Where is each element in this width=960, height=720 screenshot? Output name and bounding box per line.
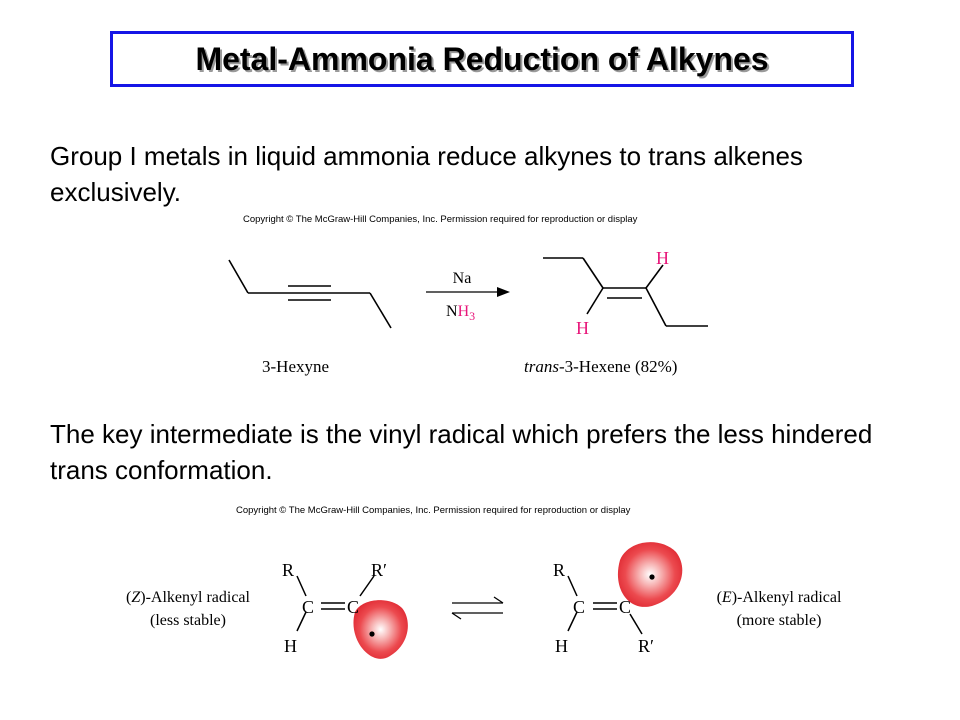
z-atom-c2: C	[347, 597, 359, 617]
z-radical-electron	[369, 631, 375, 637]
e-radical-structure	[567, 542, 683, 635]
copyright-notice-2: Copyright © The McGraw-Hill Companies, I…	[236, 505, 631, 516]
product-h-bottom: H	[576, 318, 589, 338]
e-label-line1: (E)-Alkenyl radical	[717, 589, 842, 606]
reaction-arrow	[426, 287, 510, 297]
z-atom-r: R	[282, 560, 294, 580]
copyright-notice-1: Copyright © The McGraw-Hill Companies, I…	[243, 214, 638, 225]
z-atom-r-prime: R′	[371, 560, 387, 580]
z-radical-orbital	[353, 600, 408, 659]
e-atom-r-prime: R′	[638, 636, 654, 656]
e-atom-c1: C	[573, 597, 585, 617]
reactant-name: 3-Hexyne	[262, 357, 329, 376]
reagent-na: Na	[453, 270, 472, 287]
e-atom-h: H	[555, 636, 568, 656]
e-atom-c2: C	[619, 597, 631, 617]
equilibrium-arrows	[451, 596, 504, 620]
e-radical-orbital	[617, 542, 683, 607]
z-radical-structure	[296, 575, 408, 659]
product-h-top: H	[656, 248, 669, 268]
e-radical-electron	[649, 574, 655, 580]
paragraph-intro: Group I metals in liquid ammonia reduce …	[50, 141, 803, 207]
reagent-nh3: NH3	[446, 303, 475, 323]
z-atom-h: H	[284, 636, 297, 656]
z-label-line2: (less stable)	[150, 612, 226, 629]
title-box: Metal-Ammonia Reduction of Alkynes	[110, 31, 854, 87]
slide-title: Metal-Ammonia Reduction of Alkynes	[195, 40, 769, 77]
z-label-line1: (Z)-Alkenyl radical	[126, 589, 251, 606]
e-label-line2: (more stable)	[737, 612, 822, 629]
z-atom-c1: C	[302, 597, 314, 617]
hexyne-structure	[228, 259, 392, 329]
hexene-structure	[543, 257, 708, 327]
product-name: trans-3-Hexene (82%)	[524, 357, 677, 376]
paragraph-intermediate: The key intermediate is the vinyl radica…	[50, 419, 873, 485]
e-atom-r: R	[553, 560, 565, 580]
